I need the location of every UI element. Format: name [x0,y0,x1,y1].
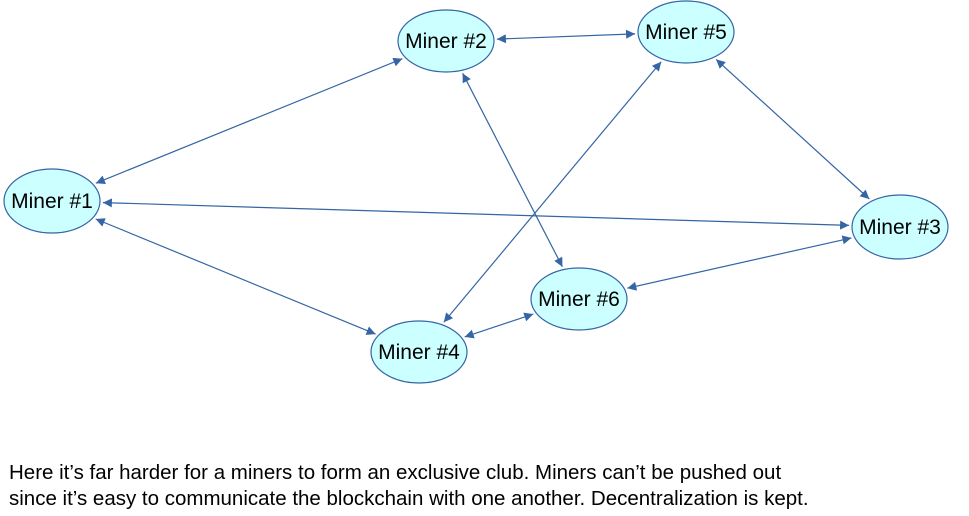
node-m4: Miner #4 [370,320,468,384]
nodes-layer: Miner #1 Miner #2 Miner #3 Miner #4 Miner #5… [3,0,949,384]
miner-network-diagram: Miner #1 Miner #2 Miner #3 Miner #4 Miner #5… [3,0,949,384]
node-label: Miner #2 [405,30,487,53]
node-label: Miner #4 [378,341,460,364]
node-m1: Miner #1 [3,168,101,234]
node-ellipse [530,267,628,331]
node-ellipse [370,320,468,384]
edge-m2-m5 [496,29,636,44]
edge-m5-m3 [715,58,870,200]
edges-layer [95,29,870,339]
node-m6: Miner #6 [530,267,628,331]
node-m5: Miner #5 [637,0,735,64]
node-label: Miner #1 [11,190,93,213]
node-label: Miner #6 [538,288,620,311]
node-m3: Miner #3 [851,194,949,260]
node-label: Miner #3 [859,216,941,239]
edge-m5-m4 [443,61,662,323]
caption-line-1: Here it’s far harder for a miners to for… [9,461,782,484]
edge-m4-m6 [464,312,534,339]
edge-m2-m6 [462,72,563,268]
node-ellipse [397,9,495,73]
caption: Here it’s far harder for a miners to for… [9,460,964,512]
node-m2: Miner #2 [397,9,495,73]
node-label: Miner #5 [645,21,727,44]
node-ellipse [851,194,949,260]
node-ellipse [637,0,735,64]
edge-m6-m3 [627,235,852,291]
node-ellipse [3,168,101,234]
edge-m1-m2 [95,57,403,184]
caption-line-2: since it’s easy to communicate the block… [9,487,809,510]
edge-m1-m4 [95,218,376,335]
edge-m1-m3 [102,198,850,230]
